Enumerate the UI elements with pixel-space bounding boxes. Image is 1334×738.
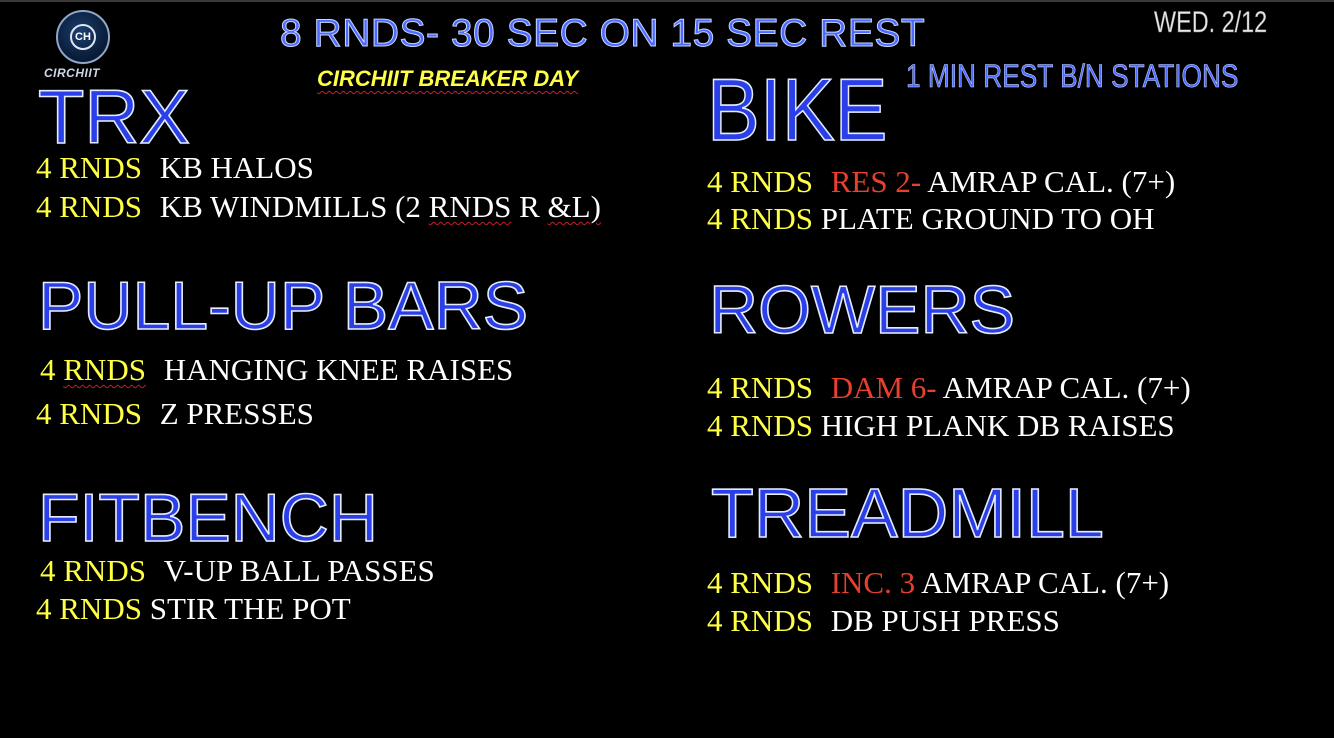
rounds-label: 4 RNDS [40,553,146,588]
top-divider [0,0,1334,2]
exercise-name: HANGING KNEE RAISES [163,352,514,387]
exercise-name: AMRAP CAL. (7+) [942,370,1191,405]
station-title-rowers: ROWERS [708,272,1016,348]
rounds-label: 4 RNDS [36,189,142,224]
rounds-label: 4 RNDS [707,408,813,443]
rounds-label: 4 RNDS [707,603,813,638]
exercise-pullup-1: 4 RNDS HANGING KNEE RAISES [40,354,513,385]
logo-text: CIRCHIIT [44,66,100,80]
station-title-fitbench: FITBENCH [37,480,379,556]
date-label: WED. 2/12 [1154,6,1268,40]
logo-mark: CH [70,24,96,50]
exercise-name: AMRAP CAL. (7+) [921,565,1170,600]
exercise-name: AMRAP CAL. (7+) [927,164,1176,199]
exercise-name: KB HALOS [159,150,314,185]
rounds-label: 4 RNDS [707,164,813,199]
station-title-pullup-bars: PULL-UP BARS [37,268,529,344]
exercise-fitbench-2: 4 RNDS STIR THE POT [36,593,351,624]
rounds-label: 4 RNDS [707,201,813,236]
page-subtitle: CIRCHIIT BREAKER DAY [317,66,579,91]
exercise-name: V-UP BALL PASSES [163,553,435,588]
machine-setting: DAM 6- [830,370,937,405]
station-title-bike: BIKE [706,60,888,159]
rounds-label: 4 RNDS [40,352,146,387]
rest-note: 1 MIN REST B/N STATIONS [906,58,1239,95]
exercise-fitbench-1: 4 RNDS V-UP BALL PASSES [40,555,435,586]
rounds-label: 4 RNDS [36,591,142,626]
exercise-name: PLATE GROUND TO OH [820,201,1155,236]
exercise-name: HIGH PLANK DB RAISES [820,408,1175,443]
rounds-label: 4 RNDS [707,370,813,405]
station-title-treadmill: TREADMILL [710,474,1104,552]
exercise-name: DB PUSH PRESS [830,603,1060,638]
circhiit-logo-icon: CH [56,10,110,64]
rounds-label: 4 RNDS [36,150,142,185]
page-title: 8 RNDS- 30 SEC ON 15 SEC REST [279,12,926,56]
exercise-name: KB WINDMILLS (2 RNDS R &L) [159,189,601,224]
exercise-trx-2: 4 RNDS KB WINDMILLS (2 RNDS R &L) [36,191,601,222]
machine-setting: RES 2- [830,164,922,199]
machine-setting: INC. 3 [830,565,916,600]
exercise-rowers-1: 4 RNDS DAM 6- AMRAP CAL. (7+) [707,372,1191,403]
exercise-pullup-2: 4 RNDS Z PRESSES [36,398,314,429]
exercise-trx-1: 4 RNDS KB HALOS [36,152,314,183]
exercise-treadmill-2: 4 RNDS DB PUSH PRESS [707,605,1060,636]
exercise-treadmill-1: 4 RNDS INC. 3 AMRAP CAL. (7+) [707,567,1169,598]
exercise-name: Z PRESSES [159,396,314,431]
rounds-label: 4 RNDS [707,565,813,600]
exercise-bike-1: 4 RNDS RES 2- AMRAP CAL. (7+) [707,166,1175,197]
exercise-rowers-2: 4 RNDS HIGH PLANK DB RAISES [707,410,1175,441]
station-title-trx: TRX [37,75,191,160]
rounds-label: 4 RNDS [36,396,142,431]
exercise-bike-2: 4 RNDS PLATE GROUND TO OH [707,203,1155,234]
exercise-name: STIR THE POT [149,591,351,626]
